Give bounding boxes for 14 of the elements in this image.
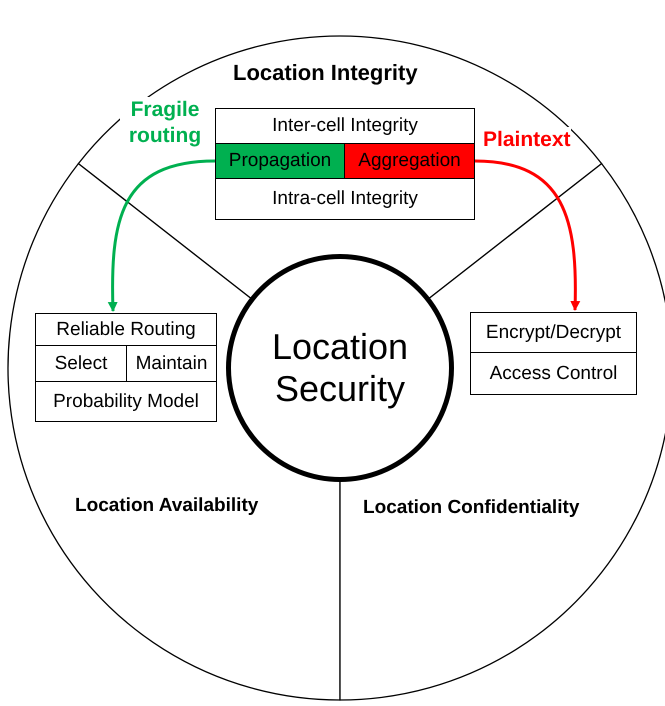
table-cell: Reliable Routing: [35, 313, 217, 346]
table-cell: Aggregation: [344, 143, 475, 179]
table-cell: Probability Model: [35, 381, 217, 422]
table-cell: Encrypt/Decrypt: [470, 312, 637, 353]
sector-title: Location Confidentiality: [363, 497, 580, 519]
sector-title: Location Availability: [75, 495, 258, 517]
arrow: [108, 160, 216, 312]
table-cell: Propagation: [215, 143, 345, 179]
sector-title: Location Integrity: [233, 60, 418, 86]
table-cell: Intra-cell Integrity: [215, 178, 475, 220]
circle-label: Location Security: [270, 326, 410, 410]
arrow: [474, 160, 580, 311]
table-cell: Inter-cell Integrity: [215, 108, 475, 144]
table-cell: Access Control: [470, 352, 637, 395]
